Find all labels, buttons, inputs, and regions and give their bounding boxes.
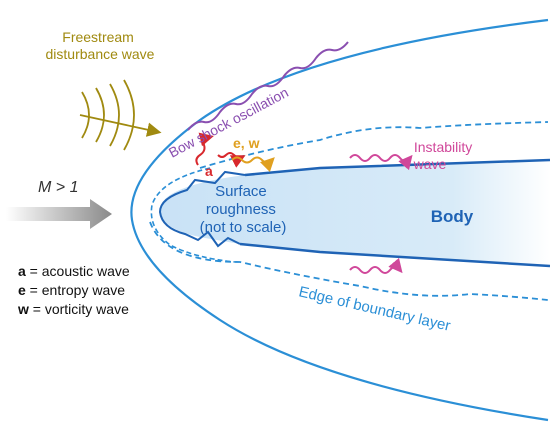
bow-shock-oscillation-wave (187, 41, 349, 131)
inner-shock-layer-line (150, 167, 236, 263)
surface-roughness-label: Surface roughness (not to scale) (200, 183, 287, 236)
body-outline (239, 158, 550, 268)
legend-item-acoustic: a = acoustic wave (18, 263, 130, 279)
freestream-wave-arcs (81, 79, 135, 151)
freestream-label: Freestream disturbance wave (46, 29, 155, 62)
boundary-layer-edge-lower (149, 221, 549, 301)
boundary-layer-edge-upper (199, 121, 549, 169)
body-shape (160, 160, 550, 266)
body-label: Body (431, 207, 474, 226)
instability-wave-upper (349, 154, 413, 171)
e-w-label: e, w (233, 135, 260, 151)
freestream-arrow (79, 114, 162, 137)
a-label: a (205, 163, 213, 179)
instability-label: Instability wave (413, 139, 476, 172)
bow-shock (130, 18, 549, 422)
surface-roughness (158, 170, 246, 248)
legend-item-vorticity: w = vorticity wave (18, 301, 129, 317)
mach-label: M > 1 (38, 179, 78, 196)
entropy-vorticity-wave (231, 156, 275, 173)
mach-arrow (6, 199, 112, 229)
acoustic-wave-arrow (195, 132, 214, 166)
instability-wave-lower (349, 257, 403, 274)
boundary-layer-label: Edge of boundary layer (297, 283, 452, 334)
legend-item-entropy: e = entropy wave (18, 282, 126, 298)
legend: a = acoustic wave e = entropy wave w = v… (18, 262, 130, 319)
